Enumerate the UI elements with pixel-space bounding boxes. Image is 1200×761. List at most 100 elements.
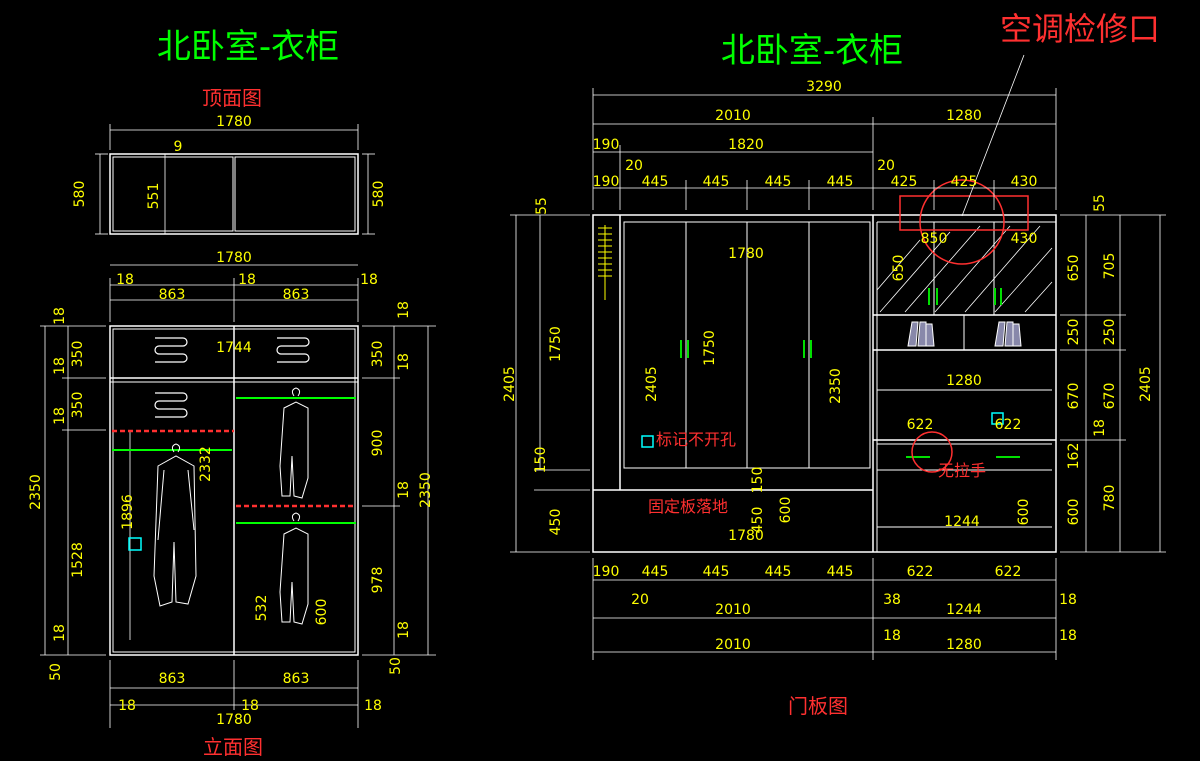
dim-elev-left-50: 50 [48, 663, 64, 681]
dim-door-inner-430: 430 [1011, 231, 1038, 247]
dim-elev-1780-top: 1780 [216, 250, 252, 266]
dim-door-inner-650: 650 [891, 255, 907, 282]
elevation-label: 立面图 [203, 735, 263, 759]
ac-access-label: 空调检修口 [1000, 10, 1160, 48]
dim-door-inner-2405: 2405 [644, 366, 660, 402]
elevation-rails [112, 397, 356, 524]
dim-elev-right-18-3: 18 [396, 481, 412, 499]
dim-elev-left-18-2: 18 [52, 357, 68, 375]
top-view-dims: 1780 9 551 580 580 [72, 114, 387, 209]
dim-door-430: 430 [1011, 174, 1038, 190]
dim-door-bottom-445-b: 445 [703, 564, 730, 580]
dim-elev-863-a: 863 [159, 287, 186, 303]
dim-door-right-18: 18 [1092, 419, 1108, 437]
marker-square-elevation [128, 537, 142, 551]
dim-top-580-left: 580 [72, 181, 88, 208]
dim-door-3290: 3290 [806, 79, 842, 95]
dim-door-right-250-b: 250 [1102, 319, 1118, 346]
dim-elev-532: 532 [254, 595, 270, 622]
dim-elev-1896: 1896 [120, 494, 136, 530]
note-no-hole: 标记不开孔 [656, 430, 736, 449]
dim-elev-18-b: 18 [238, 272, 256, 288]
dim-elev-18-c: 18 [360, 272, 378, 288]
left-title: 北卧室-衣柜 [157, 27, 339, 67]
dim-door-right-780: 780 [1102, 485, 1118, 512]
dim-elev-bottom-18-a: 18 [118, 698, 136, 714]
dim-elev-600: 600 [314, 599, 330, 626]
dim-door-bottom-18-b: 18 [883, 628, 901, 644]
elevation-dashed-shelves [112, 429, 356, 508]
dim-door-190-a: 190 [593, 137, 620, 153]
right-title: 北卧室-衣柜 [721, 31, 903, 71]
top-view-dim-lines [95, 124, 375, 266]
door-markers [641, 412, 1004, 448]
dim-door-right-162: 162 [1066, 443, 1082, 470]
dim-top-1780: 1780 [216, 114, 252, 130]
dim-door-bottom-445-d: 445 [827, 564, 854, 580]
dim-door-bottom-18-c: 18 [1059, 628, 1077, 644]
dim-door-inner-2350: 2350 [828, 368, 844, 404]
dim-door-1820: 1820 [728, 137, 764, 153]
dim-door-right-705: 705 [1102, 253, 1118, 280]
dim-door-445-b: 445 [703, 174, 730, 190]
elevation-frame [109, 325, 359, 656]
elevation-dim-lines [40, 278, 436, 728]
dim-door-425-b: 425 [951, 174, 978, 190]
ac-access-callout [899, 54, 1029, 473]
dim-door-inner-622-b: 622 [995, 417, 1022, 433]
dim-door-bottom-18-a: 18 [1059, 592, 1077, 608]
dim-elev-left-350-1: 350 [70, 341, 86, 368]
dim-door-right-2405: 2405 [1138, 366, 1154, 402]
dim-elev-left-18-4: 18 [52, 624, 68, 642]
dim-door-inner-1780-top: 1780 [728, 246, 764, 262]
door-panel-frame [592, 214, 1057, 553]
dim-elev-left-350-2: 350 [70, 392, 86, 419]
dim-top-580-right: 580 [371, 181, 387, 208]
top-view-label: 顶面图 [202, 86, 262, 110]
dim-elev-right-18-1: 18 [396, 301, 412, 319]
dim-door-445-a: 445 [642, 174, 669, 190]
dim-door-425-a: 425 [891, 174, 918, 190]
dim-elev-right-978: 978 [370, 567, 386, 594]
book-symbols [907, 321, 1022, 347]
dim-elev-2332: 2332 [198, 446, 214, 482]
dim-door-inner-600-right: 600 [1016, 499, 1032, 526]
dim-top-9: 9 [174, 139, 183, 155]
dim-door-right-650: 650 [1066, 255, 1082, 282]
dim-door-20-b: 20 [877, 158, 895, 174]
dim-door-190-b: 190 [593, 174, 620, 190]
note-fixed-board: 固定板落地 [648, 497, 728, 516]
hanging-coat-right-top [279, 387, 309, 499]
dim-door-bottom-190: 190 [593, 564, 620, 580]
dim-door-bottom-445-a: 445 [642, 564, 669, 580]
dim-door-left-150: 150 [533, 447, 549, 474]
dim-door-inner-1750: 1750 [702, 330, 718, 366]
dim-elev-right-900: 900 [370, 430, 386, 457]
dim-door-445-c: 445 [765, 174, 792, 190]
dim-elev-left-1528: 1528 [70, 542, 86, 578]
dim-door-left-2405: 2405 [502, 366, 518, 402]
hanging-coat-left [153, 443, 197, 607]
dim-door-inner-622-a: 622 [907, 417, 934, 433]
dim-elev-left-18-1: 18 [52, 307, 68, 325]
dim-elev-left-18-3: 18 [52, 407, 68, 425]
dim-door-bottom-2010-a: 2010 [715, 602, 751, 618]
hanging-coat-right-bottom [279, 512, 309, 625]
dim-door-bottom-2010-b: 2010 [715, 637, 751, 653]
dim-door-bottom-1280: 1280 [946, 637, 982, 653]
elevation-storage-symbols [154, 337, 310, 418]
dim-door-1280-top: 1280 [946, 108, 982, 124]
dim-door-right-600: 600 [1066, 499, 1082, 526]
dim-door-inner-150: 150 [750, 467, 766, 494]
dim-top-551: 551 [146, 183, 162, 210]
glass-hatch [876, 225, 1053, 313]
dim-elev-left-2350: 2350 [28, 474, 44, 510]
dim-elev-right-18-4: 18 [396, 621, 412, 639]
dim-elev-863-b: 863 [283, 287, 310, 303]
dim-door-bottom-38: 38 [883, 592, 901, 608]
dim-door-inner-1244: 1244 [944, 514, 980, 530]
dim-elev-18-a: 18 [116, 272, 134, 288]
dim-door-left-450: 450 [548, 509, 564, 536]
door-dim-lines [510, 88, 1166, 660]
dim-door-bottom-1244: 1244 [946, 602, 982, 618]
